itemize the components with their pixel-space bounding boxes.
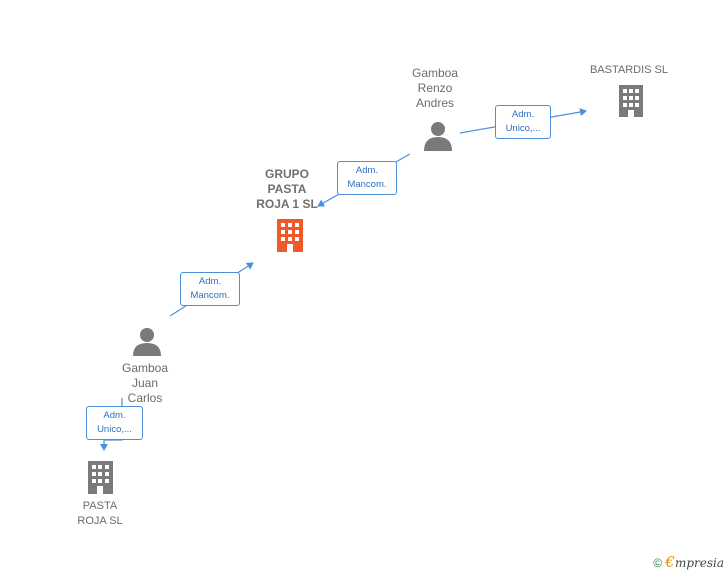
building-icon-grupo-pasta[interactable]	[277, 219, 303, 252]
empresia-logo: © €mpresia	[653, 553, 724, 571]
node-label-pasta-roja[interactable]: PASTA ROJA SL	[77, 500, 123, 527]
brand-e: €	[665, 553, 675, 571]
node-label-grupo-pasta[interactable]: GRUPO PASTA ROJA 1 SL	[256, 167, 318, 211]
building-icon-bastardis[interactable]	[619, 85, 643, 117]
edge-label-renzo-to-grupo[interactable]: Adm. Mancom.	[337, 161, 397, 195]
person-icon-gamboa-renzo[interactable]	[424, 122, 452, 151]
edge-label-juan-to-pasta[interactable]: Adm. Unico,...	[86, 406, 143, 440]
brand-name: mpresia	[674, 556, 724, 570]
node-label-gamboa-renzo[interactable]: Gamboa Renzo Andres	[411, 66, 459, 110]
node-label-gamboa-juan[interactable]: Gamboa Juan Carlos	[121, 361, 169, 405]
person-icon-gamboa-juan[interactable]	[133, 328, 161, 356]
node-label-bastardis[interactable]: BASTARDIS SL	[589, 64, 669, 76]
edge-label-juan-to-grupo[interactable]: Adm. Mancom.	[180, 272, 240, 306]
edge-label-renzo-to-bastardis[interactable]: Adm. Unico,...	[495, 105, 551, 139]
copyright-symbol: ©	[653, 556, 663, 570]
building-icon-pasta-roja[interactable]	[88, 461, 113, 494]
